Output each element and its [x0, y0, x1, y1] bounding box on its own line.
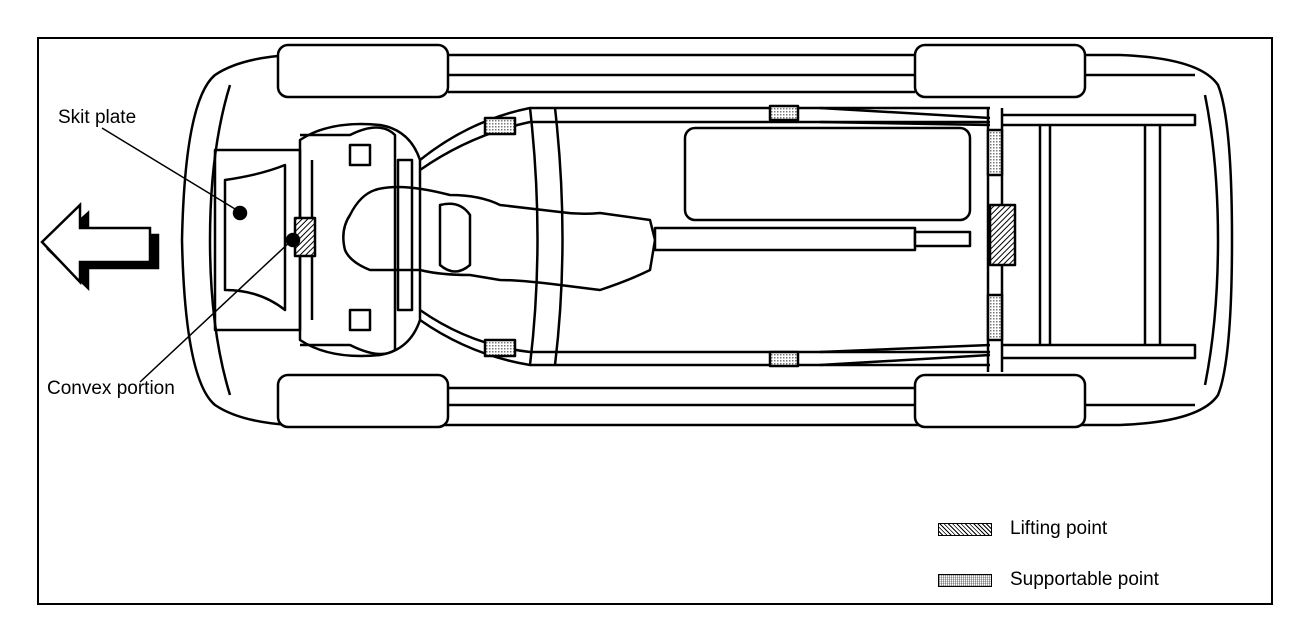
legend-lifting-point: Lifting point — [938, 518, 1107, 540]
supportable-point-swatch — [938, 573, 992, 587]
supportable-point-label: Supportable point — [1010, 569, 1159, 590]
lifting-point-label: Lifting point — [1010, 518, 1108, 539]
front-crossmember — [298, 122, 422, 358]
left-frame-rail — [419, 106, 990, 161]
diagram-frame — [37, 37, 1273, 605]
front-direction-arrow-icon — [40, 202, 160, 291]
convex-portion-leader — [139, 239, 293, 383]
front-right-wheel — [276, 373, 450, 429]
fuel-tank — [683, 126, 972, 222]
rear-right-wheel — [913, 373, 1087, 429]
skid-plate — [213, 148, 302, 332]
skit-plate-leader — [101, 127, 241, 213]
propeller-shaft — [653, 226, 917, 252]
rear-left-wheel — [913, 43, 1087, 99]
lifting-point-swatch — [938, 522, 992, 536]
convex-portion-label: Convex portion — [47, 378, 175, 399]
front-left-wheel — [276, 43, 450, 99]
legend-supportable-point: Supportable point — [938, 569, 1159, 591]
vehicle-body-outline — [180, 53, 1234, 427]
right-frame-rail — [419, 318, 990, 367]
skit-plate-label: Skit plate — [58, 107, 137, 128]
